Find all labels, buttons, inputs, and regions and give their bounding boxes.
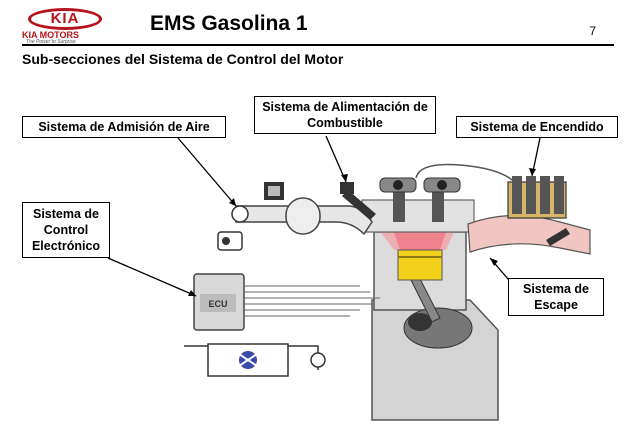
page-number: 7	[589, 24, 596, 38]
piston-ring	[398, 256, 442, 258]
header-rule	[22, 44, 614, 46]
ecu-face	[200, 294, 236, 312]
kia-logo: KIA KIA MOTORS The Power to Surprise	[22, 8, 114, 46]
cam-lobe-exhaust	[437, 180, 447, 190]
kia-motors-text: KIA MOTORS	[22, 30, 80, 40]
arrowhead-exhaust	[490, 258, 498, 266]
arrow-admission	[177, 137, 237, 207]
idle-actuator-port	[222, 237, 230, 245]
ignition-coil-2	[526, 176, 536, 214]
arrowhead-ignition	[529, 168, 536, 176]
kia-tagline: The Power to Surprise	[26, 39, 76, 45]
ecu-wiring	[244, 285, 380, 317]
ignition-coil-3	[540, 176, 550, 214]
air-box	[285, 197, 321, 235]
cam-lobe-intake	[393, 180, 403, 190]
injector-connector	[340, 182, 354, 194]
map-sensor-face	[268, 186, 280, 196]
cylinder-head	[361, 199, 475, 233]
fuel-injector	[342, 190, 376, 220]
spark-plug-wire	[415, 163, 513, 181]
exhaust-valve-spring	[432, 188, 444, 222]
arrow-fuel	[325, 135, 347, 183]
page-title: EMS Gasolina 1	[150, 12, 308, 35]
oxygen-sensor	[546, 228, 570, 246]
label-ignition: Sistema de Encendido	[456, 116, 618, 138]
arrowhead-electronic-control	[188, 290, 196, 296]
throttle-body	[231, 205, 249, 223]
label-exhaust: Sistema de Escape	[508, 278, 604, 316]
ignition-coil-4	[554, 176, 564, 214]
fuel-filter	[310, 352, 326, 368]
kia-logo-text: KIA	[50, 10, 80, 27]
ignition-coil-1	[512, 176, 522, 214]
ecu-text: ECU	[208, 299, 227, 309]
fuel-pump-blades	[235, 351, 261, 369]
exhaust-pipe	[467, 214, 591, 255]
arrowhead-admission	[229, 198, 236, 206]
crank-counterweight	[408, 313, 432, 331]
page-subtitle: Sub-secciones del Sistema de Control del…	[22, 51, 344, 67]
piston	[397, 249, 443, 281]
intake-valve-spring	[393, 188, 405, 222]
label-electronic-control: Sistema de Control Electrónico	[22, 202, 110, 258]
label-admission: Sistema de Admisión de Aire	[22, 116, 226, 138]
arrowhead-fuel	[341, 174, 348, 182]
arrow-heads	[188, 168, 536, 296]
label-fuel: Sistema de Alimentación de Combustible	[254, 96, 436, 134]
kia-logo-oval	[28, 8, 102, 30]
arrow-electronic-control	[107, 257, 197, 297]
